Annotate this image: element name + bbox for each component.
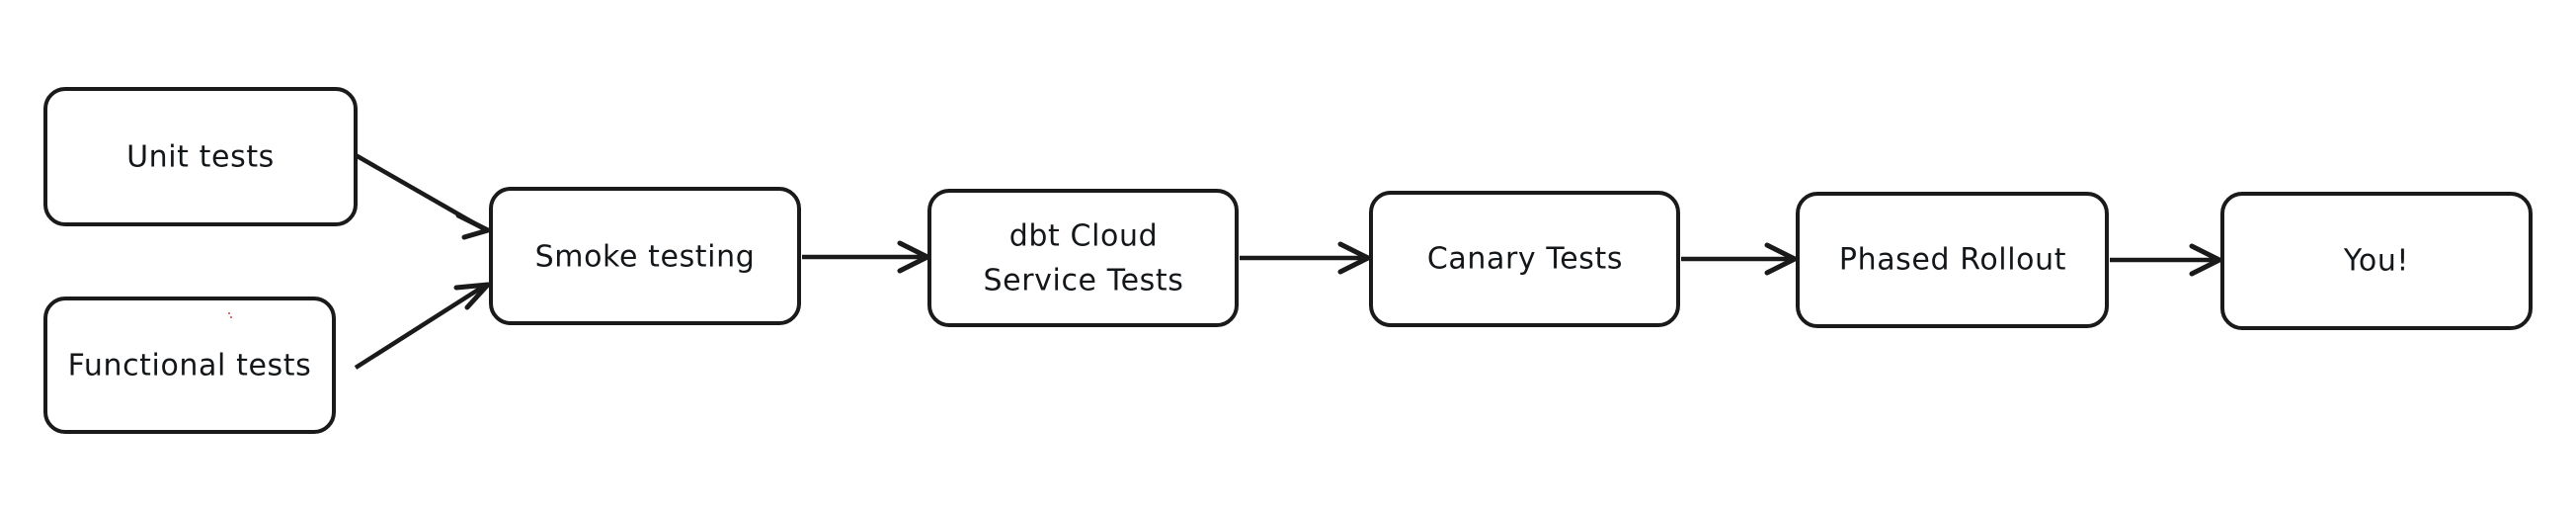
node-functional-tests-shape[interactable]: [43, 297, 336, 434]
node-dbt-cloud-service-tests-label-line2: Service Tests: [984, 264, 1184, 298]
edge-unit-to-smoke: [354, 153, 491, 240]
node-phased-rollout-shape[interactable]: [1796, 192, 2109, 328]
node-unit-tests-label: Unit tests: [126, 140, 275, 175]
edge-unit-to-smoke-arrowhead-icon: [455, 212, 491, 240]
edge-phased-to-you: [2110, 243, 2222, 277]
edge-dbt-to-canary: [1240, 241, 1371, 275]
edge-canary-to-phased-arrowhead-icon: [1764, 242, 1798, 276]
node-dbt-cloud-service-tests-shape[interactable]: [927, 189, 1239, 327]
node-dbt-cloud-service-tests[interactable]: dbt Cloud Service Tests: [927, 189, 1239, 327]
node-canary-tests-shape[interactable]: [1369, 191, 1680, 327]
node-you-shape[interactable]: [2220, 192, 2533, 330]
node-smoke-testing-shape[interactable]: [489, 187, 801, 325]
edge-canary-to-phased: [1681, 242, 1798, 276]
nodes-layer: Unit tests Functional tests Smoke testin…: [43, 87, 2533, 434]
edge-functional-to-smoke: [354, 282, 491, 370]
node-you[interactable]: You!: [2220, 192, 2533, 330]
node-unit-tests-shape[interactable]: [43, 87, 358, 226]
speck-lower: [230, 316, 232, 318]
node-unit-tests[interactable]: Unit tests: [43, 87, 358, 226]
edge-smoke-to-dbt: [802, 240, 930, 274]
node-canary-tests-label: Canary Tests: [1427, 242, 1623, 277]
node-smoke-testing-label: Smoke testing: [535, 240, 756, 275]
node-functional-tests[interactable]: Functional tests: [43, 297, 336, 434]
node-phased-rollout-label: Phased Rollout: [1839, 243, 2066, 278]
node-you-label: You!: [2343, 244, 2409, 279]
speck-upper: [228, 312, 230, 314]
node-canary-tests[interactable]: Canary Tests: [1369, 191, 1680, 327]
edge-phased-to-you-arrowhead-icon: [2189, 243, 2222, 277]
edge-dbt-to-canary-arrowhead-icon: [1337, 241, 1371, 275]
edge-functional-to-smoke-line: [354, 285, 485, 370]
edge-functional-to-smoke-arrowhead-icon: [453, 282, 491, 310]
node-phased-rollout[interactable]: Phased Rollout: [1796, 192, 2109, 328]
node-functional-tests-label: Functional tests: [68, 349, 312, 383]
node-dbt-cloud-service-tests-label-line1: dbt Cloud: [1009, 219, 1158, 254]
render-specks: [228, 312, 232, 318]
node-smoke-testing[interactable]: Smoke testing: [489, 187, 801, 325]
